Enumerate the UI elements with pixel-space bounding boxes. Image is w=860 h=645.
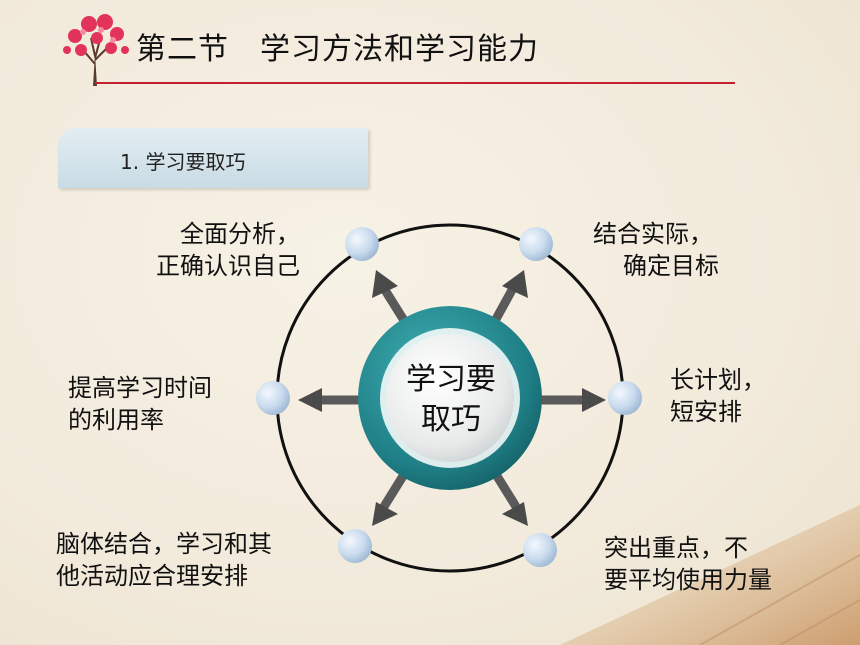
item-top-right: 结合实际， 确定目标 <box>593 218 719 282</box>
item-right-line1: 长计划， <box>670 366 766 394</box>
item-top-left-line2: 正确认识自己 <box>156 252 300 280</box>
item-top-left: 全面分析， 正确认识自己 <box>120 218 300 282</box>
item-left: 提高学习时间 的利用率 <box>68 372 212 436</box>
node-left <box>256 381 290 415</box>
item-top-left-line1: 全面分析， <box>180 220 300 248</box>
item-bottom-left: 脑体结合，学习和其 他活动应合理安排 <box>56 528 272 592</box>
node-bottom-right <box>523 533 557 567</box>
item-top-right-line1: 结合实际， <box>593 220 713 248</box>
item-bottom-left-line1: 脑体结合，学习和其 <box>56 530 272 558</box>
item-top-right-line2: 确定目标 <box>623 252 719 280</box>
node-right <box>608 381 642 415</box>
item-bottom-right-line1: 突出重点，不 <box>604 534 748 562</box>
section-label-box <box>58 128 368 188</box>
node-top-right <box>519 227 553 261</box>
item-right: 长计划， 短安排 <box>670 364 766 428</box>
center-label-line2: 取巧 <box>421 402 481 437</box>
title-underline <box>95 82 735 84</box>
heart-tree-icon <box>63 14 129 86</box>
center-label-line1: 学习要 <box>406 362 496 397</box>
item-left-line2: 的利用率 <box>68 406 164 434</box>
center-label: 学习要 取巧 <box>388 360 514 440</box>
page-title: 第二节 学习方法和学习能力 <box>136 32 539 67</box>
item-bottom-left-line2: 他活动应合理安排 <box>56 562 248 590</box>
wood-floor-decoration <box>560 505 860 645</box>
item-right-line2: 短安排 <box>670 398 742 426</box>
section-label: 1. 学习要取巧 <box>120 150 246 174</box>
item-bottom-right: 突出重点，不 要平均使用力量 <box>604 532 772 596</box>
center-inner-circle <box>386 334 514 462</box>
node-top-left <box>345 227 379 261</box>
node-bottom-left <box>338 529 372 563</box>
item-bottom-right-line2: 要平均使用力量 <box>604 566 772 594</box>
item-left-line1: 提高学习时间 <box>68 374 212 402</box>
